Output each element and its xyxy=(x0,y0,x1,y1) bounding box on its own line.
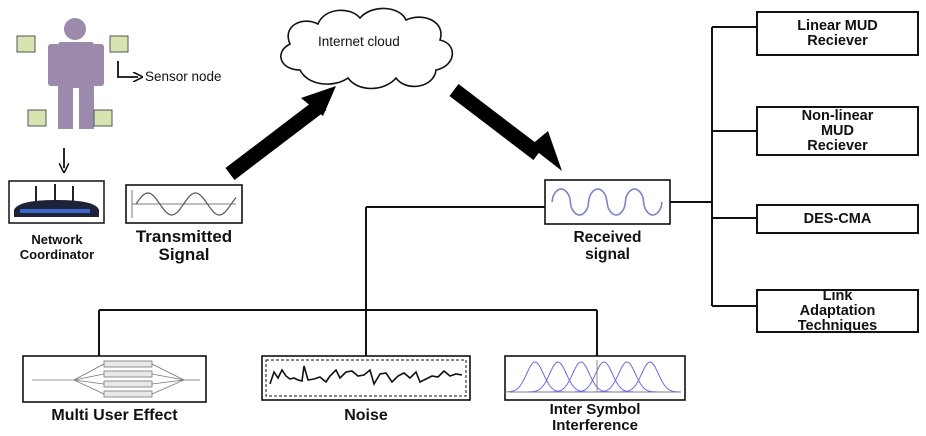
linear-mud-receiver-line-1: Linear MUD xyxy=(797,17,878,34)
received-signal-label-line-1: Received xyxy=(573,229,642,246)
received-signal-label-line-2: signal xyxy=(585,246,630,263)
isi-label-line-1: Inter Symbol xyxy=(549,401,641,418)
sensor-node-label: Sensor node xyxy=(145,69,222,84)
link-adaptation-line-3: Techniques xyxy=(797,317,878,334)
isi-pulse-curve xyxy=(527,361,589,393)
internet-cloud-label: Internet cloud xyxy=(318,34,400,49)
network-coordinator-icon xyxy=(8,180,105,224)
link-adaptation-line-1: Link xyxy=(822,287,853,304)
received-signal-label: Received signal xyxy=(545,229,670,263)
uplink-arrow xyxy=(225,86,336,180)
downlink-arrow xyxy=(449,84,562,171)
isi-pulse-curve xyxy=(550,361,612,393)
noise-icon xyxy=(261,355,471,401)
transmitted-signal-icon xyxy=(125,184,243,224)
des-cma-label: DES-CMA xyxy=(803,210,872,227)
linear-mud-receiver-line-2: Reciever xyxy=(807,32,868,49)
network-coordinator-label-line-2: Coordinator xyxy=(19,247,95,262)
non-linear-mud-receiver-line-1: Non-linear xyxy=(801,107,874,124)
des-cma-box: DES-CMA xyxy=(756,204,919,234)
non-linear-mud-receiver-box: Non-linear MUD Reciever xyxy=(756,106,919,156)
link-adaptation-line-2: Adaptation xyxy=(799,302,876,319)
transmitted-signal-label-line-2: Signal xyxy=(158,245,210,264)
inter-symbol-interference-icon xyxy=(504,355,686,401)
isi-pulse-curve xyxy=(573,361,635,393)
non-linear-mud-receiver-line-2: MUD xyxy=(820,122,854,139)
multi-user-effect-label: Multi User Effect xyxy=(51,407,178,424)
isi-pulse-curve xyxy=(619,361,681,393)
transmitted-signal-label-line-1: Transmitted xyxy=(135,227,233,246)
isi-pulse-curve xyxy=(504,361,566,393)
sensor-node-icons xyxy=(16,35,129,127)
network-coordinator-label: Network Coordinator xyxy=(2,232,112,262)
inter-symbol-interference-label: Inter Symbol Interference xyxy=(495,402,695,434)
link-adaptation-box: Link Adaptation Techniques xyxy=(756,287,919,334)
isi-label-line-2: Interference xyxy=(552,417,638,434)
noise-label: Noise xyxy=(344,407,388,424)
sensor-node-pointer-arrow xyxy=(117,61,138,77)
network-coordinator-label-line-1: Network xyxy=(31,232,83,247)
isi-pulse-curve xyxy=(596,361,658,393)
linear-mud-receiver-box: Linear MUD Reciever xyxy=(756,11,919,56)
multi-user-effect-icon xyxy=(22,355,207,403)
internet-cloud-icon xyxy=(280,7,454,90)
non-linear-mud-receiver-line-3: Reciever xyxy=(807,137,868,154)
received-signal-icon xyxy=(544,179,671,225)
transmitted-signal-label: Transmitted Signal xyxy=(113,228,255,264)
connector-lines xyxy=(98,26,756,356)
human-figure-icon xyxy=(48,18,104,129)
